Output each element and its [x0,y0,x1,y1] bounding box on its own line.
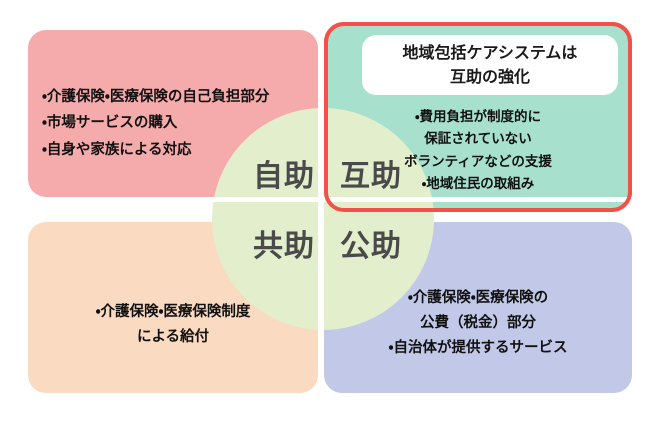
quadrant-items-kyojo: ・介護保険・医療保険制度 による給付 [28,300,318,350]
list-item: 公費（税金）部分 [420,315,536,332]
callout-line-1: 地域包括ケアシステムは [402,43,578,62]
quadrant-items-gojo: ・費用負担が制度的に 保証されていない ボランティアなどの支援 ・地域住民の取組… [328,106,628,196]
list-item: ボランティアなどの支援 [404,153,552,170]
list-item: ・市場サービスの購入 [42,115,178,132]
quadrant-label-gojo: 互助 [340,159,402,194]
list-item: ・介護保険・医療保険制度 [95,304,251,320]
list-item: 保証されていない [424,131,532,148]
list-item: ・自治体が提供するサービス [388,340,568,357]
list-item: ・費用負担が制度的に [414,109,542,125]
callout-line-2: 互助の強化 [449,67,530,86]
list-item: ・地域住民の取組み [421,176,535,193]
quadrant-label-jijo: 自助 [253,159,315,194]
list-item: ・介護保険・医療保険の [407,290,549,306]
highlight-callout-card: 地域包括ケアシステムは 互助の強化 [362,35,618,95]
quadrant-items-kojo: ・介護保険・医療保険の 公費（税金）部分 ・自治体が提供するサービス [324,286,632,362]
quadrant-items-jijo: ・介護保険・医療保険の自己負担部分 ・市場サービスの購入 ・自身や家族による対応 [42,84,269,163]
list-item: ・介護保険・医療保険の自己負担部分 [42,89,270,105]
list-item: による給付 [136,328,210,345]
quadrant-label-kojo: 公助 [340,229,402,264]
list-item: ・自身や家族による対応 [42,141,192,158]
quadrant-label-kyojo: 共助 [253,229,315,264]
